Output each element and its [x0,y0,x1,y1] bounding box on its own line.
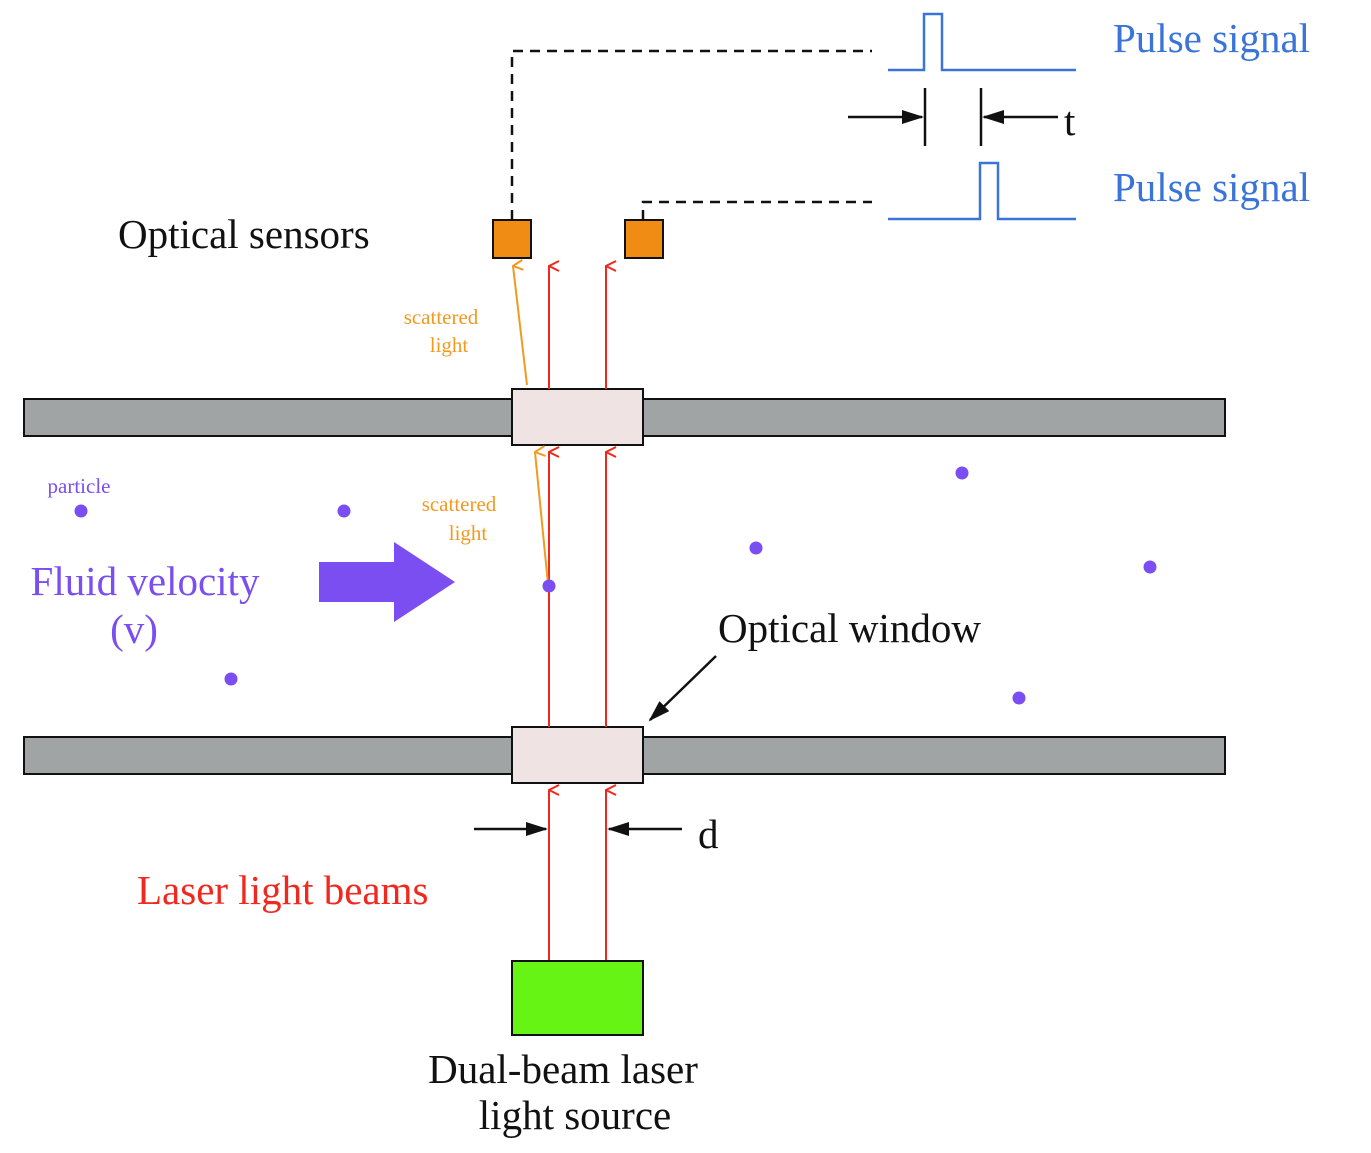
fluid-velocity-label-line2: (v) [110,606,158,652]
scattered-light-lower-label-line2: light [449,521,488,545]
dual-beam-laser-source [511,960,644,1036]
particle-dot [1012,691,1026,705]
labels: Pulse signal Pulse signal t Optical sens… [31,15,1311,1138]
particle-dot [955,466,969,480]
scattered-light-upper-label-line1: scattered [404,305,479,329]
particle-dot [74,504,88,518]
laser-light-beams-label: Laser light beams [137,867,428,913]
pulse-signal-bottom-label: Pulse signal [1113,164,1310,210]
particle-dot [542,579,556,593]
scattered-light-ray-inside [535,452,549,585]
pipe [23,388,1226,784]
particle-dot [224,672,238,686]
pulse-signal-bottom-waveform [888,161,1076,221]
optical-window-label: Optical window [718,605,981,651]
pulse-signal-top-label: Pulse signal [1113,15,1310,61]
signal-connectors [510,49,872,220]
optical-sensor-left [492,219,532,259]
scattered-light-rays [513,266,549,585]
laser-source-label-line2: light source [479,1092,671,1138]
fluid-velocity-label-line1: Fluid velocity [31,558,260,604]
optical-sensor-right [624,219,664,259]
laser-source-label-line1: Dual-beam laser [428,1046,698,1092]
distance-label: d [698,811,719,857]
scattered-light-ray-above [513,266,528,386]
optical-sensors-label: Optical sensors [118,211,370,257]
optical-sensors [492,219,664,259]
particle-label: particle [48,474,111,498]
optical-window-pointer [648,655,717,722]
laser-beams [548,266,606,960]
scattered-light-lower-label-line1: scattered [422,492,497,516]
optical-window-bottom [511,726,644,784]
time-label: t [1064,98,1076,144]
dashed-line-sensor-right [641,200,872,220]
particle-dot [749,541,763,555]
fluid-velocity-arrow-icon [319,542,455,622]
particles [74,466,1157,705]
scattered-light-upper-label-line2: light [430,333,469,357]
pulse-signals [888,12,1076,221]
particle-dot [1143,560,1157,574]
optical-window-top [511,388,644,446]
pulse-signal-top-waveform [888,12,1076,72]
dashed-line-sensor-left [510,49,872,220]
time-dimension [848,88,1058,146]
particle-dot [337,504,351,518]
